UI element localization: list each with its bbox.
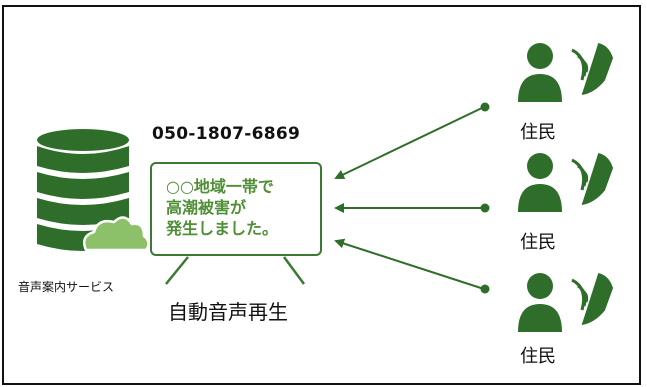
message-text: ○○地域一帯で 高潮被害が 発生しました。 xyxy=(166,176,278,239)
bubble-leg-right xyxy=(282,256,306,285)
arrow-bottom xyxy=(334,238,490,294)
resident-2-icon-group xyxy=(518,153,614,212)
cloud-icon xyxy=(83,216,150,252)
resident-1-icon-group xyxy=(518,43,614,102)
phone-call-icon xyxy=(571,43,614,95)
person-icon xyxy=(518,43,562,102)
phone-number: 050-1807-6869 xyxy=(152,124,301,144)
bubble-leg-left xyxy=(165,256,189,285)
phone-call-icon xyxy=(571,273,614,325)
person-icon xyxy=(518,153,562,212)
resident-3-icon-group xyxy=(518,273,614,332)
auto-play-label: 自動音声再生 xyxy=(168,300,288,324)
service-label: 音声案内サービス xyxy=(18,280,115,294)
phone-call-icon xyxy=(571,153,614,205)
message-bubble: ○○地域一帯で 高潮被害が 発生しました。 xyxy=(150,162,322,256)
arrow-middle xyxy=(334,203,490,213)
resident-label-3: 住民 xyxy=(520,346,556,367)
arrow-top xyxy=(334,102,490,180)
person-icon xyxy=(518,273,562,332)
message-line-3: 発生しました。 xyxy=(166,219,279,238)
resident-label-2: 住民 xyxy=(520,232,556,253)
message-line-2: 高潮被害が xyxy=(166,198,247,217)
resident-label-1: 住民 xyxy=(520,122,556,143)
message-line-1: ○○地域一帯で xyxy=(166,177,274,196)
